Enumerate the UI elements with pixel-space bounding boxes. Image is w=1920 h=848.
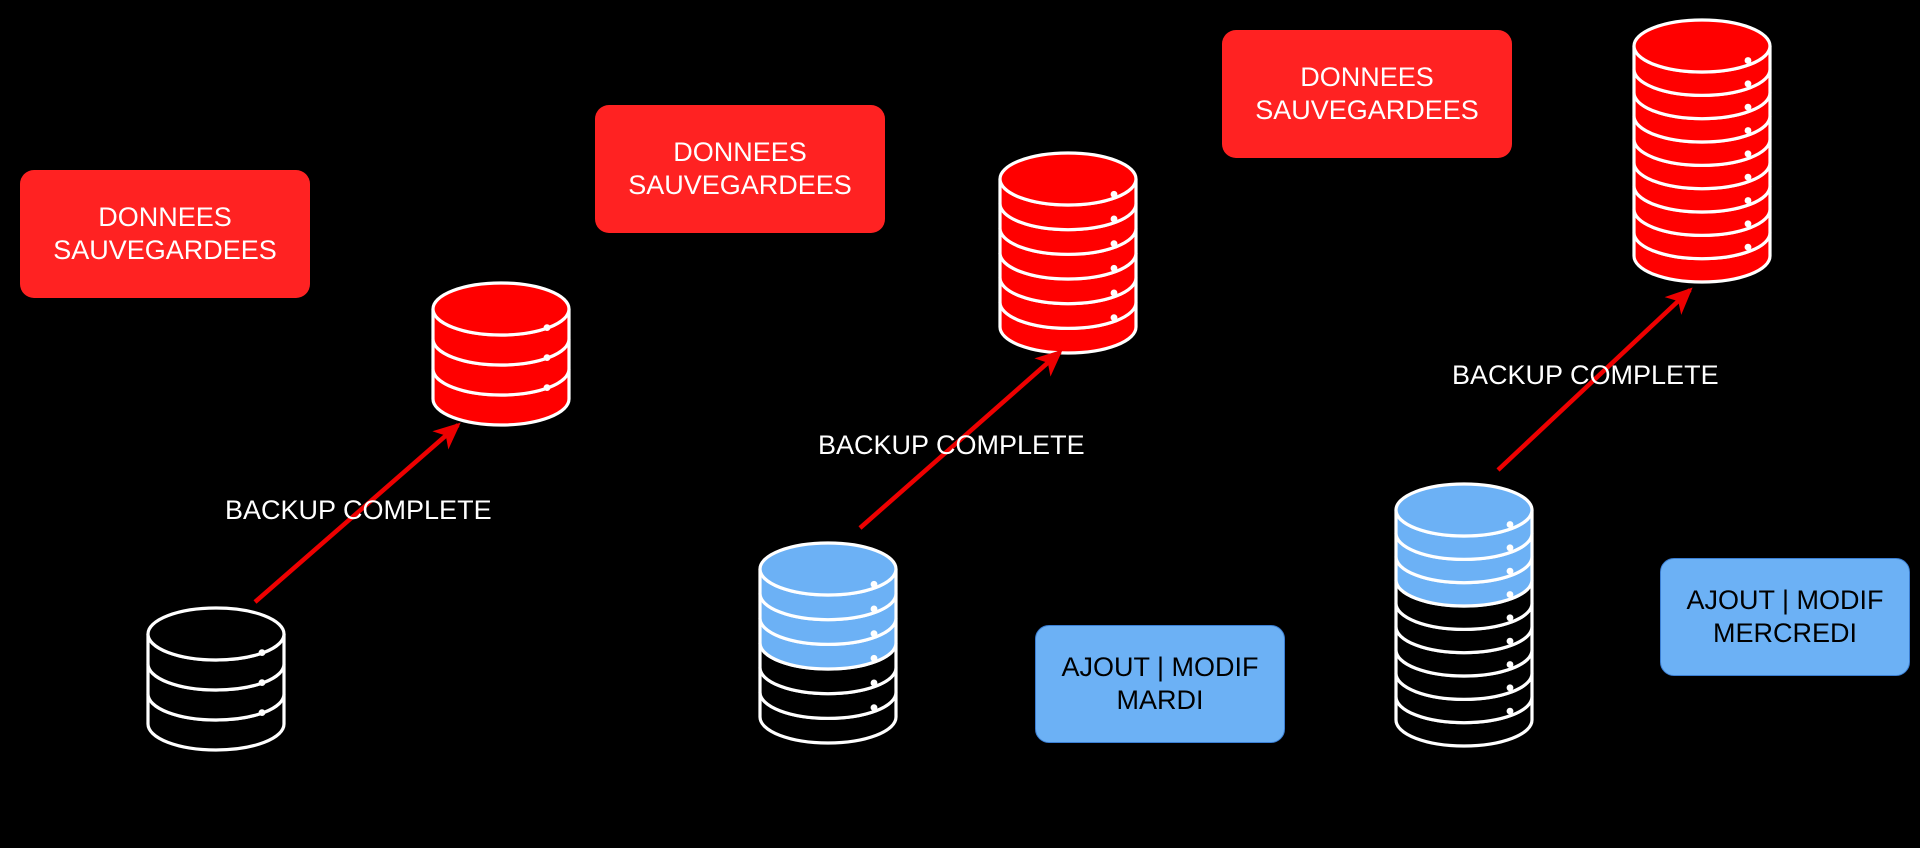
cylinder-status-dot [1506, 684, 1514, 692]
cylinder-status-dot [870, 679, 878, 687]
cylinder-status-dot [1506, 567, 1514, 575]
cylinder-status-dot [258, 649, 266, 656]
cylinder-top [1394, 482, 1534, 538]
cylinder-status-dot [870, 654, 878, 662]
cylinder-status-dot [1744, 57, 1752, 64]
cylinder-status-dot [870, 580, 878, 588]
cylinder-top [998, 151, 1138, 207]
cylinder-top [146, 606, 286, 662]
cylinder-status-dot [1744, 220, 1752, 228]
database-monday-backup[interactable] [431, 281, 571, 427]
cylinder-status-dot [1744, 127, 1752, 134]
cylinder-status-dot [1506, 661, 1514, 668]
cylinder-status-dot [1110, 289, 1118, 297]
cylinder-status-dot [1744, 173, 1752, 181]
cylinder-status-dot [1744, 150, 1752, 158]
cylinder-status-dot [1506, 591, 1514, 598]
database-tuesday-source[interactable] [758, 541, 898, 745]
cylinder-status-dot [1506, 707, 1514, 715]
cylinder-status-dot [1506, 637, 1514, 645]
database-monday-source[interactable] [146, 606, 286, 752]
ajout-modif-mercredi-text: AJOUT | MODIF MERCREDI [1686, 585, 1884, 648]
cylinder-status-dot [1110, 264, 1118, 272]
cylinder-status-dot [870, 605, 878, 613]
cylinder-top [431, 281, 571, 337]
backup-complete-1: BACKUP COMPLETE [225, 495, 492, 525]
cylinder-status-dot [1744, 80, 1752, 88]
cylinder-status-dot [1744, 243, 1752, 251]
cylinder-status-dot [543, 354, 551, 361]
donnees-sauvegardees-2[interactable]: DONNEES SAUVEGARDEES [595, 105, 885, 233]
database-tuesday-backup[interactable] [998, 151, 1138, 355]
cylinder-status-dot [258, 709, 266, 716]
backup-complete-2: BACKUP COMPLETE [818, 430, 1085, 460]
cylinder-status-dot [1744, 103, 1752, 111]
cylinder-status-dot [870, 630, 878, 638]
ajout-modif-mardi[interactable]: AJOUT | MODIF MARDI [1035, 625, 1285, 743]
cylinder-status-dot [1110, 240, 1118, 248]
cylinder-status-dot [1506, 614, 1514, 622]
cylinder-status-dot [543, 384, 551, 391]
cylinder-status-dot [1506, 521, 1514, 528]
cylinder-status-dot [543, 324, 551, 331]
cylinder-top [758, 541, 898, 597]
donnees-sauvegardees-1[interactable]: DONNEES SAUVEGARDEES [20, 170, 310, 298]
cylinder-status-dot [1110, 215, 1118, 223]
ajout-modif-mercredi[interactable]: AJOUT | MODIF MERCREDI [1660, 558, 1910, 676]
ajout-modif-mardi-text: AJOUT | MODIF MARDI [1061, 652, 1259, 715]
donnees-sauvegardees-3-text: DONNEES SAUVEGARDEES [1255, 62, 1479, 125]
database-wednesday-backup[interactable] [1632, 18, 1772, 284]
donnees-sauvegardees-3[interactable]: DONNEES SAUVEGARDEES [1222, 30, 1512, 158]
cylinder-status-dot [1110, 190, 1118, 198]
cylinder-top [1632, 18, 1772, 74]
backup-complete-3: BACKUP COMPLETE [1452, 360, 1719, 390]
donnees-sauvegardees-1-text: DONNEES SAUVEGARDEES [53, 202, 277, 265]
cylinder-status-dot [870, 704, 878, 712]
cylinder-status-dot [1110, 314, 1118, 322]
database-wednesday-source[interactable] [1394, 482, 1534, 748]
donnees-sauvegardees-2-text: DONNEES SAUVEGARDEES [628, 137, 852, 200]
cylinder-status-dot [1744, 197, 1752, 204]
cylinder-status-dot [258, 679, 266, 686]
cylinder-status-dot [1506, 544, 1514, 552]
